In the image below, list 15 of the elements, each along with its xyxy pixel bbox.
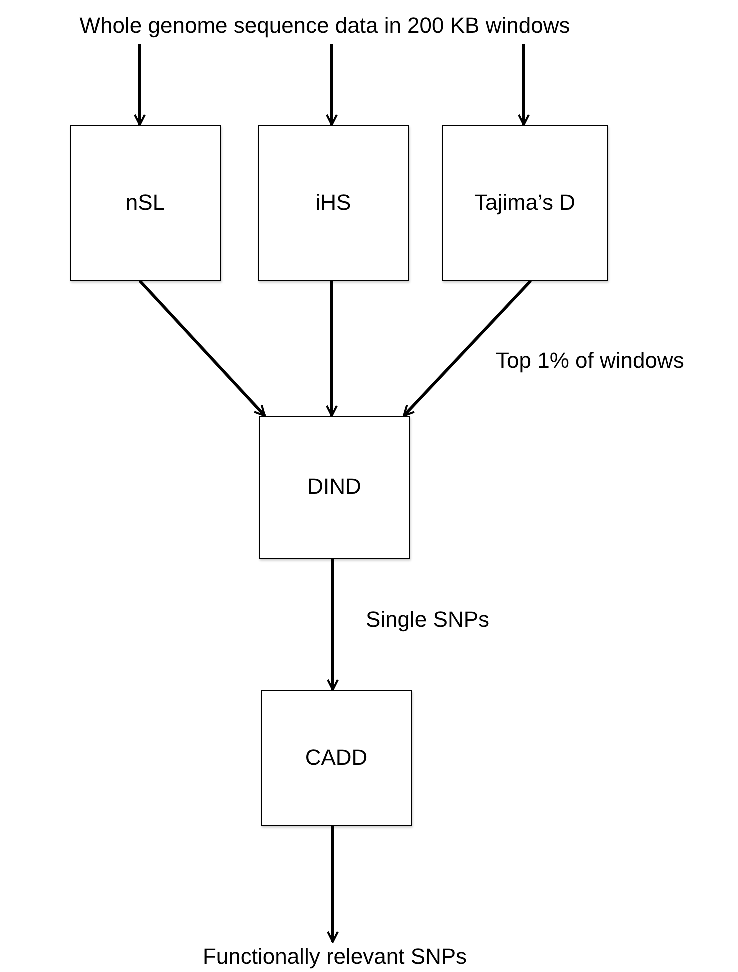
arrow: [402, 280, 532, 418]
node-text: Functionally relevant SNPs: [150, 942, 520, 972]
arrow: [326, 281, 338, 417]
arrow: [138, 280, 266, 418]
arrow: [327, 826, 339, 943]
node-text: Whole genome sequence data in 200 KB windows: [5, 8, 645, 44]
arrow: [518, 44, 530, 126]
process-box: DIND: [259, 416, 410, 559]
arrow: [134, 44, 146, 126]
process-box: CADD: [261, 690, 412, 826]
process-box: Tajima’s D: [442, 125, 608, 281]
process-box: iHS: [258, 125, 409, 281]
arrow: [327, 559, 339, 691]
arrow: [326, 44, 338, 126]
process-box: nSL: [70, 125, 221, 281]
